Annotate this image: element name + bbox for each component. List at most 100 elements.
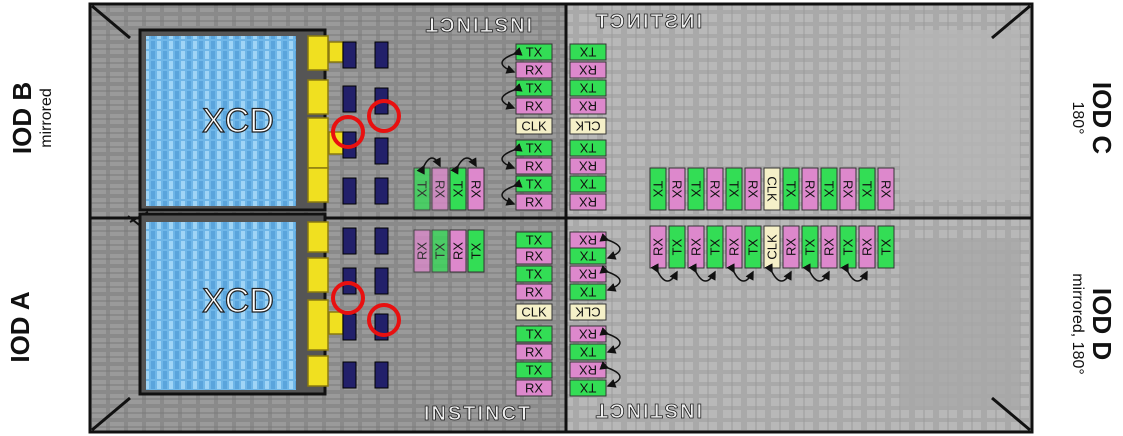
link-mid-top-0: TX [414,168,430,210]
link-row-bot-10: TX [840,226,856,268]
link-bl-7: TX [516,362,552,378]
link-label-tx: TX [579,381,596,396]
link-bl-0: TX [516,232,552,248]
link-bl-2: TX [516,266,552,282]
link-label-rx: RX [803,180,818,198]
link-tl-8: RX [516,194,552,210]
link-label-tx: TX [579,249,596,264]
link-label-tx: TX [526,141,543,156]
link-row-bot-1: TX [669,226,685,268]
link-row-top-5: RX [745,168,761,210]
link-mid-top-2: TX [450,168,466,210]
link-br-8: TX [570,380,606,396]
link-label-rx: RX [525,159,543,174]
instinct-bottom-left: INSTINCT [424,403,532,425]
link-label-tx: TX [822,181,837,198]
link-tl-1: RX [516,62,552,78]
link-tl-0: TX [516,44,552,60]
instinct-bottom-right: INSTINCT [594,399,702,421]
link-label-tx: TX [526,81,543,96]
link-label-clk: CLK [575,119,601,134]
link-bl-5: TX [516,326,552,342]
link-row-top-9: TX [821,168,837,210]
link-bl-6: RX [516,344,552,360]
link-bl-8: RX [516,380,552,396]
link-label-tx: TX [689,181,704,198]
link-label-rx: RX [525,285,543,300]
xcd-bottom-label: XCD [202,282,274,320]
link-label-tx: TX [860,181,875,198]
link-label-clk: CLK [765,176,780,202]
link-mid-bot-3: TX [468,230,484,272]
link-row-bot-12: TX [878,226,894,268]
link-br-5: RX [570,326,606,342]
link-label-tx: TX [784,181,799,198]
link-row-top-0: TX [650,168,666,210]
link-label-rx: RX [525,99,543,114]
link-label-tx: TX [651,181,666,198]
link-label-rx: RX [879,180,894,198]
xcd-bottom: XCD [140,214,325,394]
link-label-tx: TX [579,45,596,60]
link-br-4: CLK [570,304,606,320]
link-tr-1: RX [570,62,606,78]
link-label-tx: TX [433,242,448,259]
link-tr-6: RX [570,158,606,174]
link-label-tx: TX [746,238,761,255]
link-mid-top-3: RX [468,168,484,210]
link-label-tx: TX [526,177,543,192]
link-label-tx: TX [579,345,596,360]
link-tl-5: TX [516,140,552,156]
link-label-tx: TX [841,238,856,255]
link-row-top-7: TX [783,168,799,210]
link-label-clk: CLK [521,119,547,134]
link-row-top-6: CLK [764,168,780,210]
link-label-rx: RX [525,249,543,264]
link-label-tx: TX [727,181,742,198]
link-row-top-8: RX [802,168,818,210]
link-label-tx: TX [451,181,466,198]
link-br-7: RX [570,362,606,378]
link-label-rx: RX [579,233,597,248]
link-row-bot-4: RX [726,226,742,268]
link-label-rx: RX [433,180,448,198]
link-bl-4: CLK [516,304,552,320]
link-label-tx: TX [579,141,596,156]
instinct-top-left: INSTINCT [424,13,532,35]
link-tr-5: TX [570,140,606,156]
link-tr-0: TX [570,44,606,60]
link-label-rx: RX [670,180,685,198]
link-row-bot-3: TX [707,226,723,268]
link-label-tx: TX [579,285,596,300]
link-row-bot-9: RX [821,226,837,268]
link-label-tx: TX [708,238,723,255]
link-row-top-4: TX [726,168,742,210]
link-label-clk: CLK [765,234,780,260]
link-tr-4: CLK [570,118,606,134]
link-label-rx: RX [784,238,799,256]
link-label-rx: RX [727,238,742,256]
link-row-bot-2: RX [688,226,704,268]
link-row-top-3: RX [707,168,723,210]
link-label-rx: RX [579,327,597,342]
link-label-rx: RX [579,267,597,282]
link-label-clk: CLK [521,305,547,320]
link-label-rx: RX [525,195,543,210]
link-label-tx: TX [526,233,543,248]
link-label-rx: RX [746,180,761,198]
link-label-rx: RX [469,180,484,198]
link-label-clk: CLK [575,305,601,320]
link-row-bot-5: TX [745,226,761,268]
link-label-rx: RX [579,63,597,78]
link-label-rx: RX [451,242,466,260]
link-mid-bot-2: RX [450,230,466,272]
link-tr-3: RX [570,98,606,114]
xcd-top: XCD [140,30,325,210]
link-row-bot-7: RX [783,226,799,268]
link-label-tx: TX [526,363,543,378]
link-label-tx: TX [526,267,543,282]
link-label-rx: RX [579,363,597,378]
link-bl-1: RX [516,248,552,264]
link-mid-top-1: RX [432,168,448,210]
